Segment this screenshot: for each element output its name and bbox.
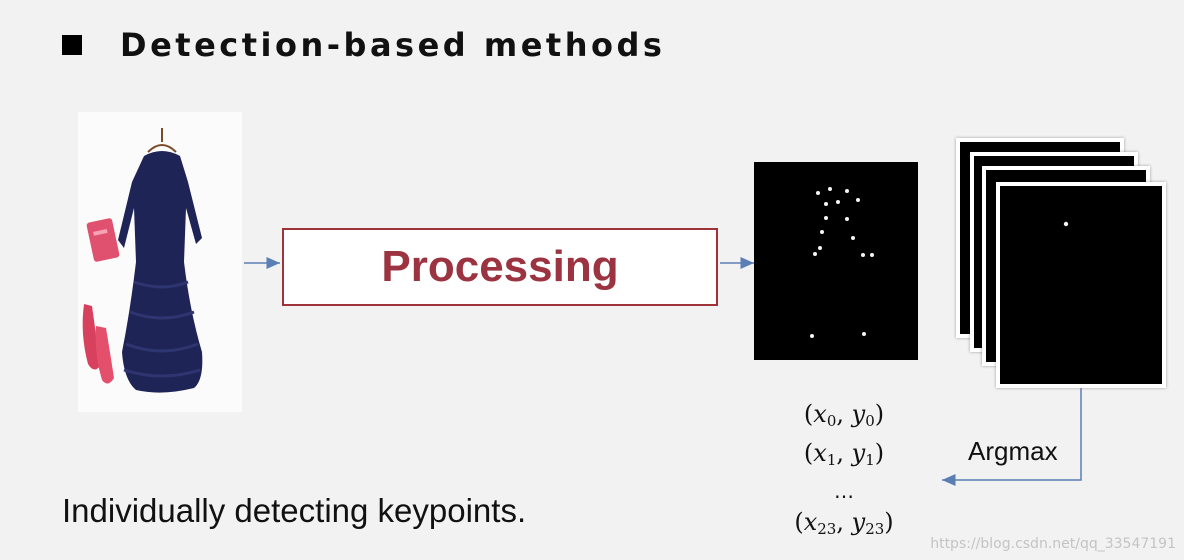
keypoint-dots — [810, 187, 874, 338]
keypoint-coordinates: (x0, y0) (x1, y1) … (x23, y23) — [760, 398, 928, 545]
coord-row: (x1, y1) — [803, 439, 885, 469]
coord-row: (x23, y23) — [794, 508, 894, 538]
arrow-argmax-to-coords — [942, 388, 1082, 486]
coord-ellipsis: … — [834, 479, 854, 503]
single-keypoint-dot — [1063, 221, 1069, 227]
coord-row: (x0, y0) — [803, 400, 885, 430]
input-image-dress — [78, 112, 242, 412]
dress-illustration — [82, 128, 203, 393]
square-bullet-icon — [62, 35, 82, 55]
processing-label: Processing — [381, 242, 619, 291]
heatmap-layer-top — [996, 182, 1166, 388]
slide-caption: Individually detecting keypoints. — [62, 492, 527, 529]
processing-box: Processing — [282, 228, 718, 306]
slide-title: Detection-based methods — [120, 26, 666, 64]
argmax-label: Argmax — [968, 436, 1058, 466]
keypoint-heatmap — [754, 162, 918, 360]
watermark: https://blog.csdn.net/qq_33547191 — [930, 536, 1176, 552]
slide-header: Detection-based methods — [62, 26, 665, 64]
